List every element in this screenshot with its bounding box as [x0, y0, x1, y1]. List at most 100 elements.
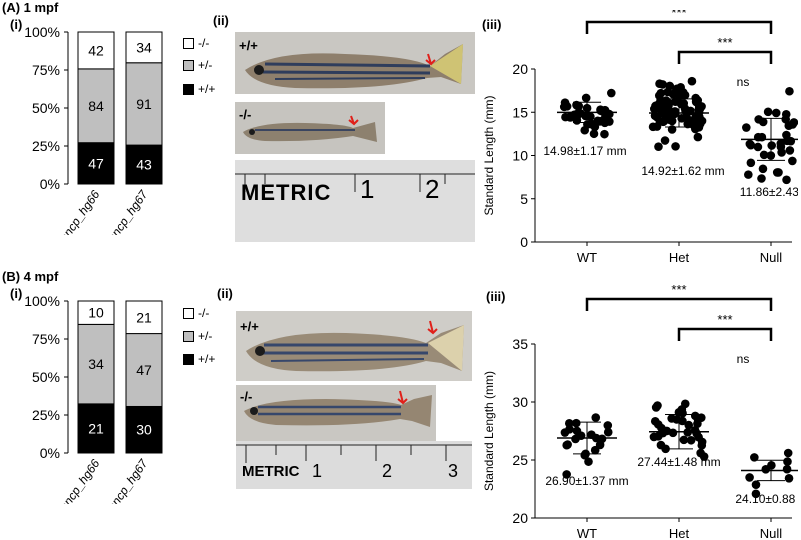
data-point: [596, 106, 605, 115]
data-point: [783, 457, 792, 466]
y-tick-label: 75%: [32, 62, 60, 78]
legend-label: -/-: [198, 36, 210, 50]
legend-swatch: [183, 353, 194, 365]
data-point: [750, 453, 759, 462]
data-point: [680, 399, 690, 409]
data-point: [784, 121, 794, 130]
genotype-label-wt: +/+: [239, 38, 258, 53]
data-point: [782, 464, 792, 474]
y-tick-label: 5: [520, 191, 528, 207]
data-point: [590, 122, 600, 132]
significance-bracket: [677, 50, 773, 64]
panel-b-ii-label: (ii): [217, 286, 233, 301]
genotype-label-null: -/-: [240, 389, 253, 404]
bar-data-label: 47: [88, 155, 104, 171]
y-tick-label: 20: [512, 510, 528, 526]
panel-a-fish-photo: +/+ -/- METRIC 1 2: [235, 32, 475, 242]
bar-data-label: 21: [88, 420, 104, 436]
x-category-label: Het: [669, 250, 690, 265]
data-point: [774, 168, 783, 177]
panel-a-iii-label: (iii): [482, 17, 502, 32]
data-point: [754, 115, 763, 124]
data-point: [667, 125, 677, 134]
data-point: [694, 122, 704, 132]
bar-data-label: 42: [88, 42, 104, 58]
x-category-label: Null: [760, 526, 783, 538]
data-point: [746, 158, 756, 168]
data-point: [786, 136, 796, 146]
bar-data-label: 21: [136, 309, 152, 325]
data-point: [682, 107, 691, 117]
data-point: [587, 430, 596, 440]
legend-item-het: +/-: [183, 329, 212, 343]
data-point: [745, 473, 754, 482]
data-point: [600, 129, 609, 139]
genotype-label-null: -/-: [239, 107, 252, 122]
significance-bracket: [677, 327, 773, 341]
y-tick-label: 75%: [32, 331, 60, 347]
data-point: [695, 104, 705, 114]
data-point: [699, 452, 709, 461]
y-tick-label: 50%: [32, 369, 60, 385]
ruler-num-3: 3: [448, 461, 459, 481]
significance-label: ***: [671, 282, 686, 297]
data-point: [661, 99, 671, 109]
panel-a-stacked-bar-chart: 100%75%50%25%0%478442fancp_hg66439134fan…: [24, 24, 163, 235]
ruler-num-1: 1: [312, 461, 323, 481]
legend-swatch: [183, 59, 194, 71]
x-category-label: fancp_hg67: [103, 456, 151, 504]
data-point: [690, 426, 700, 435]
bar-segment-homo-neg: [125, 300, 163, 335]
bar-segment-homo-neg: [77, 31, 115, 70]
data-point: [771, 108, 781, 118]
data-point: [670, 107, 680, 116]
bar-data-label: 43: [136, 157, 152, 173]
data-point: [649, 432, 659, 442]
data-point: [562, 440, 572, 450]
panel-b-i-label: (i): [10, 286, 23, 301]
panel-a-ii-label: (ii): [213, 13, 229, 28]
data-point: [574, 101, 584, 111]
legend-swatch: [183, 330, 194, 342]
data-point: [683, 119, 693, 129]
y-tick-label: 25%: [32, 138, 60, 154]
ruler-num-2: 2: [382, 461, 393, 481]
data-point: [649, 104, 659, 114]
data-point: [767, 141, 777, 150]
x-category-label: fancp_hg66: [55, 187, 103, 235]
genotype-label-wt: +/+: [240, 319, 259, 334]
mean-sd-label: 27.44±1.48 mm: [637, 455, 720, 469]
bar-segment-het: [125, 333, 163, 407]
panel-a-i-label: (i): [10, 17, 23, 32]
data-point: [658, 80, 667, 89]
data-point: [746, 140, 756, 150]
bar-segment-wt: [125, 405, 163, 454]
data-point: [759, 150, 769, 160]
bar-data-label: 47: [136, 362, 152, 378]
data-point: [580, 450, 590, 460]
mean-sd-label: 14.92±1.62 mm: [641, 164, 724, 178]
bar-segment-homo-neg: [125, 31, 163, 64]
data-point: [648, 122, 658, 132]
ruler-text: METRIC: [241, 180, 332, 205]
data-point: [742, 123, 751, 132]
legend-item-homo-neg: -/-: [183, 306, 209, 320]
data-point: [560, 98, 570, 107]
data-point: [697, 437, 707, 447]
data-point: [763, 107, 773, 117]
data-point: [679, 99, 689, 108]
data-point: [751, 489, 761, 499]
data-point: [580, 125, 590, 135]
data-point: [784, 473, 794, 483]
legend-label: +/-: [198, 58, 213, 72]
y-tick-label: 30: [512, 394, 528, 410]
legend-item-homo-neg: -/-: [183, 36, 209, 50]
y-axis-title: Standard Length (mm): [482, 371, 496, 491]
bar-segment-wt: [77, 142, 115, 185]
bar-data-label: 91: [136, 96, 152, 112]
y-tick-label: 10: [512, 148, 528, 164]
x-category-label: Null: [760, 250, 783, 265]
data-point: [744, 170, 753, 179]
